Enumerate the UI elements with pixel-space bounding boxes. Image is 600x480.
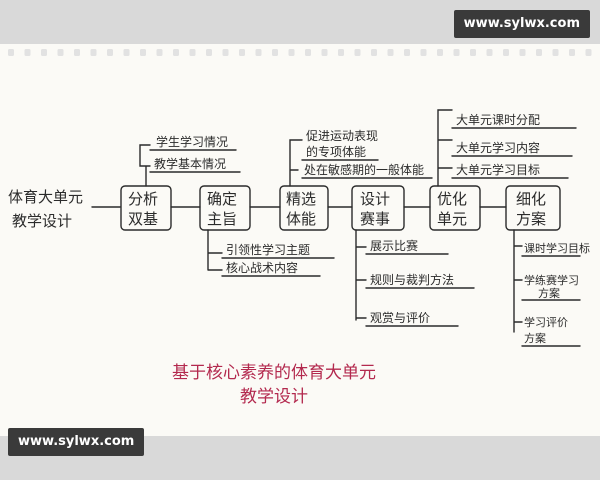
binding-hole (189, 49, 196, 56)
theme-item-1: 引领性学习主题 (226, 242, 310, 257)
binding-hole (90, 49, 97, 56)
binding-hole (453, 49, 460, 56)
binding-hole (404, 49, 410, 56)
step-label-1b: 双基 (128, 210, 158, 228)
binding-hole (585, 49, 592, 56)
step-box-3 (279, 185, 329, 231)
binding-hole (272, 49, 278, 56)
step-label-6a: 细化 (516, 190, 546, 208)
binding-hole (569, 49, 575, 56)
step-label-1a: 分析 (128, 190, 158, 208)
event-item-2: 规则与裁判方法 (370, 272, 454, 287)
binding-hole (486, 49, 493, 56)
branch-theme (207, 229, 223, 271)
plan-item-3a: 学习评价 (524, 315, 568, 329)
binding-hole (24, 49, 31, 56)
plan-item-1: 课时学习目标 (524, 241, 590, 255)
watermark-bottom: www.sylwx.com (8, 428, 145, 456)
caption-line2: 教学设计 (240, 387, 308, 407)
binding-hole (305, 49, 311, 56)
binding-hole (552, 49, 559, 56)
step-box-6 (505, 185, 561, 231)
binding-hole (57, 49, 64, 56)
unit-item-3: 大单元学习目标 (456, 162, 540, 177)
spiral-binding-holes (8, 49, 592, 56)
step-label-3b: 体能 (286, 210, 316, 228)
unit-item-2: 大单元学习内容 (456, 140, 540, 155)
branch-analysis (139, 144, 151, 187)
binding-hole (140, 49, 146, 56)
binding-hole (239, 49, 245, 56)
step-label-6b: 方案 (516, 210, 546, 228)
step-box-4 (351, 185, 405, 231)
binding-hole (371, 49, 377, 56)
unit-item-1: 大单元课时分配 (456, 113, 540, 127)
binding-hole (420, 49, 427, 56)
step-box-2 (199, 185, 251, 231)
plan-item-3b: 方案 (524, 331, 546, 345)
plan-item-2a: 学练赛学习 (524, 273, 579, 287)
event-item-1: 展示比赛 (370, 238, 418, 253)
root-label-line1: 体育大单元 (8, 188, 83, 206)
binding-hole (74, 49, 80, 56)
watermark-top: www.sylwx.com (453, 10, 590, 38)
event-item-3: 观赏与评价 (370, 311, 430, 325)
binding-hole (206, 49, 212, 56)
binding-hole (255, 49, 262, 56)
analysis-item-1: 学生学习情况 (156, 134, 228, 149)
step-label-4b: 赛事 (360, 210, 390, 228)
binding-hole (288, 49, 295, 56)
binding-hole (222, 49, 229, 56)
binding-hole (338, 49, 344, 56)
binding-hole (519, 49, 526, 56)
branch-unit (437, 109, 453, 187)
notebook-paper (0, 44, 600, 436)
binding-hole (437, 49, 443, 56)
branch-plan (513, 229, 523, 333)
caption-line1: 基于核心素养的体育大单元 (172, 363, 376, 383)
binding-hole (123, 49, 130, 56)
step-label-2b: 主旨 (207, 210, 237, 228)
fitness-item-1b: 的专项体能 (306, 144, 366, 159)
fitness-item-2: 处在敏感期的一般体能 (304, 162, 424, 177)
binding-hole (173, 49, 179, 56)
binding-hole (156, 49, 163, 56)
step-label-2a: 确定 (207, 190, 237, 208)
binding-hole (387, 49, 394, 56)
step-label-5b: 单元 (437, 210, 467, 228)
theme-item-2: 核心战术内容 (226, 260, 298, 275)
step-label-4a: 设计 (360, 190, 390, 208)
fitness-item-1a: 促进运动表现 (306, 129, 378, 143)
binding-hole (503, 49, 509, 56)
step-label-3a: 精选 (286, 190, 316, 208)
binding-hole (536, 49, 542, 56)
branch-event (355, 229, 367, 321)
branch-fitness (289, 139, 303, 187)
binding-hole (470, 49, 476, 56)
step-label-5a: 优化 (437, 190, 467, 208)
analysis-item-2: 教学基本情况 (154, 156, 226, 171)
plan-item-2b: 方案 (538, 286, 560, 300)
binding-hole (41, 49, 47, 56)
binding-hole (354, 49, 361, 56)
step-box-5 (429, 185, 481, 231)
binding-hole (107, 49, 113, 56)
root-label-line2: 教学设计 (12, 212, 72, 230)
binding-hole (321, 49, 328, 56)
binding-hole (8, 49, 14, 56)
